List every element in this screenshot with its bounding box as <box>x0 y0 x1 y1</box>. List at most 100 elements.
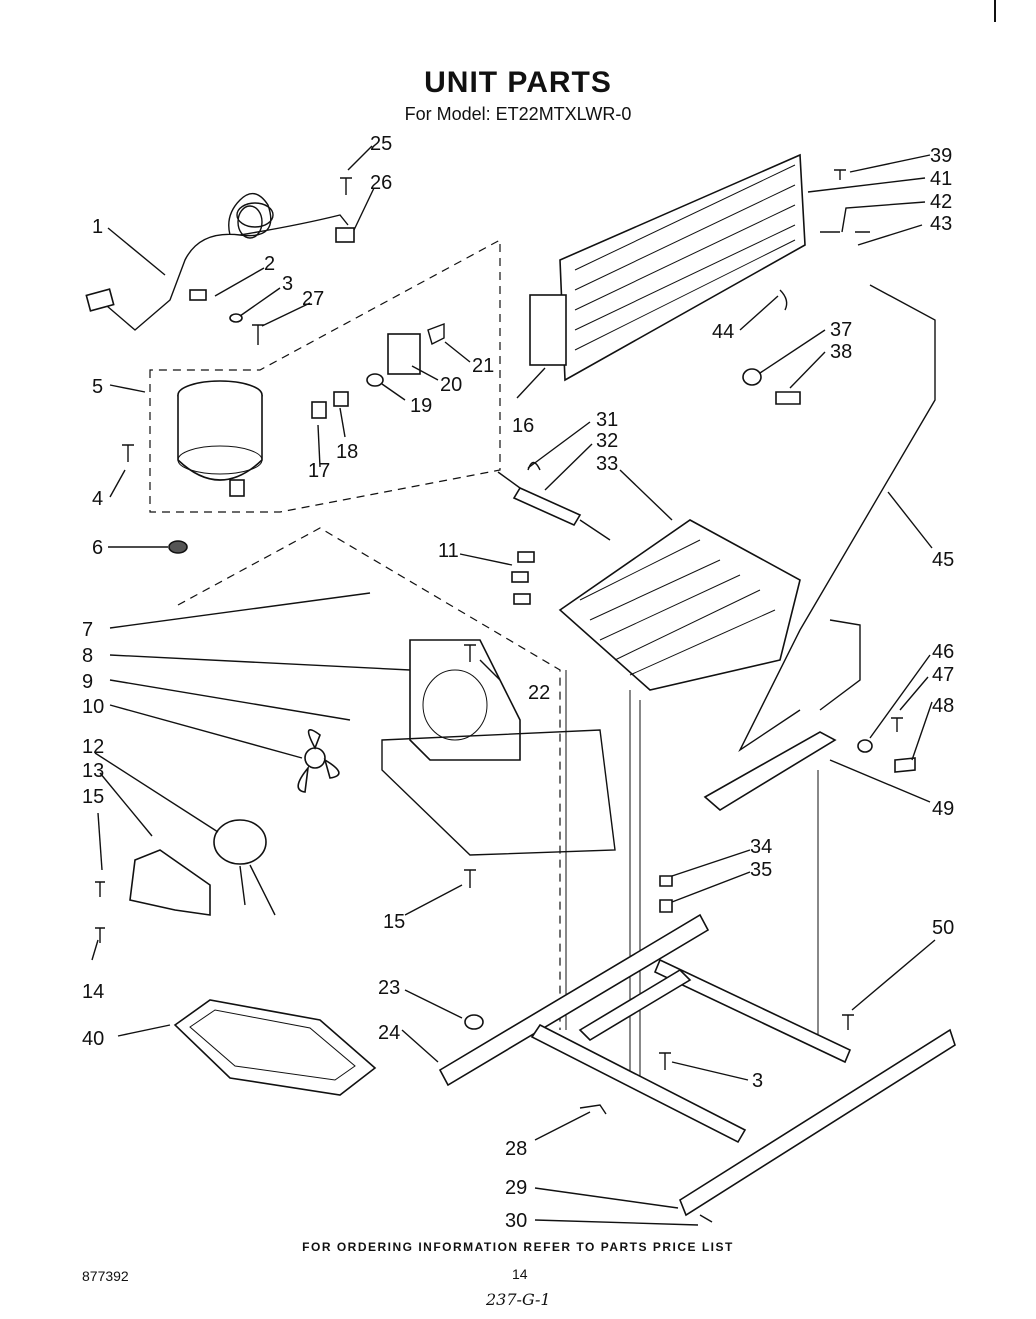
callout-13: 13 <box>82 760 104 782</box>
callout-3: 3 <box>282 273 293 295</box>
callout-18: 18 <box>336 441 358 463</box>
part-3-drawing <box>229 313 243 323</box>
callout-14: 14 <box>82 981 104 1003</box>
motor-bracket-13-drawing <box>129 849 211 916</box>
callout-32: 32 <box>596 430 618 452</box>
callout-5: 5 <box>92 376 103 398</box>
screw-14-drawing <box>95 927 105 943</box>
evaporator-drawing <box>558 519 801 691</box>
callout-15-motor: 15 <box>82 786 104 808</box>
screw-27-drawing <box>252 324 264 345</box>
drier-drawing <box>497 461 611 541</box>
screw-50-drawing <box>842 1014 854 1030</box>
callout-12: 12 <box>82 736 104 758</box>
callout-4: 4 <box>92 488 103 510</box>
part-23-drawing <box>464 1014 484 1030</box>
page-title: UNIT PARTS <box>424 66 612 99</box>
screw-15a-drawing <box>95 881 105 897</box>
callout-23: 23 <box>378 977 400 999</box>
cover-21-drawing <box>427 322 445 346</box>
callout-44: 44 <box>712 321 734 343</box>
tube-section-drawing <box>819 619 861 711</box>
part-48-drawing <box>894 757 916 773</box>
callout-17: 17 <box>308 460 330 482</box>
callout-7: 7 <box>82 619 93 641</box>
power-cord-drawing <box>85 192 349 331</box>
cap-26-drawing <box>335 227 355 243</box>
callout-41: 41 <box>930 168 952 190</box>
callout-48: 48 <box>932 695 954 717</box>
grommet-6-drawing <box>168 540 188 554</box>
callout-38: 38 <box>830 341 852 363</box>
callout-42: 42 <box>930 191 952 213</box>
callout-21: 21 <box>472 355 494 377</box>
callout-29: 29 <box>505 1177 527 1199</box>
clip-44-drawing <box>779 289 788 311</box>
callout-26: 26 <box>370 172 392 194</box>
callout-37: 37 <box>830 319 852 341</box>
callout-49: 49 <box>932 798 954 820</box>
base-frame-drawing <box>438 913 956 1217</box>
callout-3-frame: 3 <box>752 1070 763 1092</box>
trough-49-drawing <box>703 731 837 811</box>
part-2-drawing <box>189 289 207 301</box>
screw-22-drawing <box>464 644 476 662</box>
callout-35: 35 <box>750 859 772 881</box>
callout-24: 24 <box>378 1022 400 1044</box>
callout-27: 27 <box>302 288 324 310</box>
callout-40: 40 <box>82 1028 104 1050</box>
leader-lines <box>91 145 936 1226</box>
callout-15-shroud: 15 <box>383 911 405 933</box>
callout-43: 43 <box>930 213 952 235</box>
handwritten-note: 237-G-1 <box>486 1290 551 1309</box>
part-17-drawing <box>311 401 327 419</box>
alignment-lines <box>565 670 819 1080</box>
fan-shroud-drawing <box>381 639 616 856</box>
callout-30: 30 <box>505 1210 527 1232</box>
document-code: 877392 <box>82 1268 129 1284</box>
condenser-drawing <box>529 153 806 382</box>
screw-47-drawing <box>891 717 903 732</box>
screw-15b-drawing <box>464 869 476 888</box>
screw-39-drawing <box>834 169 846 180</box>
part-38-drawing <box>775 391 801 405</box>
margin-mark <box>994 0 996 22</box>
callout-50: 50 <box>932 917 954 939</box>
page-number: 14 <box>512 1266 528 1282</box>
part-19-drawing <box>366 373 384 387</box>
callout-19: 19 <box>410 395 432 417</box>
callout-33: 33 <box>596 453 618 475</box>
model-subtitle: For Model: ET22MTXLWR-0 <box>404 104 632 124</box>
callout-labels: 1 2 3 3 4 5 6 7 8 9 10 11 12 13 14 15 15… <box>82 133 954 1232</box>
callout-11: 11 <box>438 540 459 562</box>
callout-10: 10 <box>82 696 104 718</box>
callout-28: 28 <box>505 1138 527 1160</box>
callout-22: 22 <box>528 682 550 704</box>
callout-16: 16 <box>512 415 534 437</box>
callout-45: 45 <box>932 549 954 571</box>
callout-31: 31 <box>596 409 618 431</box>
callout-6: 6 <box>92 537 103 559</box>
part-34-drawing <box>659 875 673 887</box>
fan-blade-drawing <box>297 728 340 793</box>
part-18-drawing <box>333 391 349 407</box>
part-46-drawing <box>857 739 873 753</box>
ordering-note: FOR ORDERING INFORMATION REFER TO PARTS … <box>302 1240 734 1254</box>
fan-motor-drawing <box>213 819 276 916</box>
compressor-group-outline <box>149 238 501 513</box>
screw-3b-drawing <box>659 1052 671 1070</box>
callout-34: 34 <box>750 836 772 858</box>
part-37-drawing <box>742 368 762 386</box>
part-35-drawing <box>659 899 673 913</box>
screw-25-drawing <box>340 177 352 195</box>
drain-pan-drawing <box>173 999 377 1096</box>
callout-46: 46 <box>932 641 954 663</box>
screw-30-drawing <box>699 1214 713 1223</box>
callout-9: 9 <box>82 671 93 693</box>
callout-25: 25 <box>370 133 392 155</box>
callout-20: 20 <box>440 374 462 396</box>
fan-group-outline <box>177 527 561 1030</box>
part-28-drawing <box>579 1104 607 1115</box>
